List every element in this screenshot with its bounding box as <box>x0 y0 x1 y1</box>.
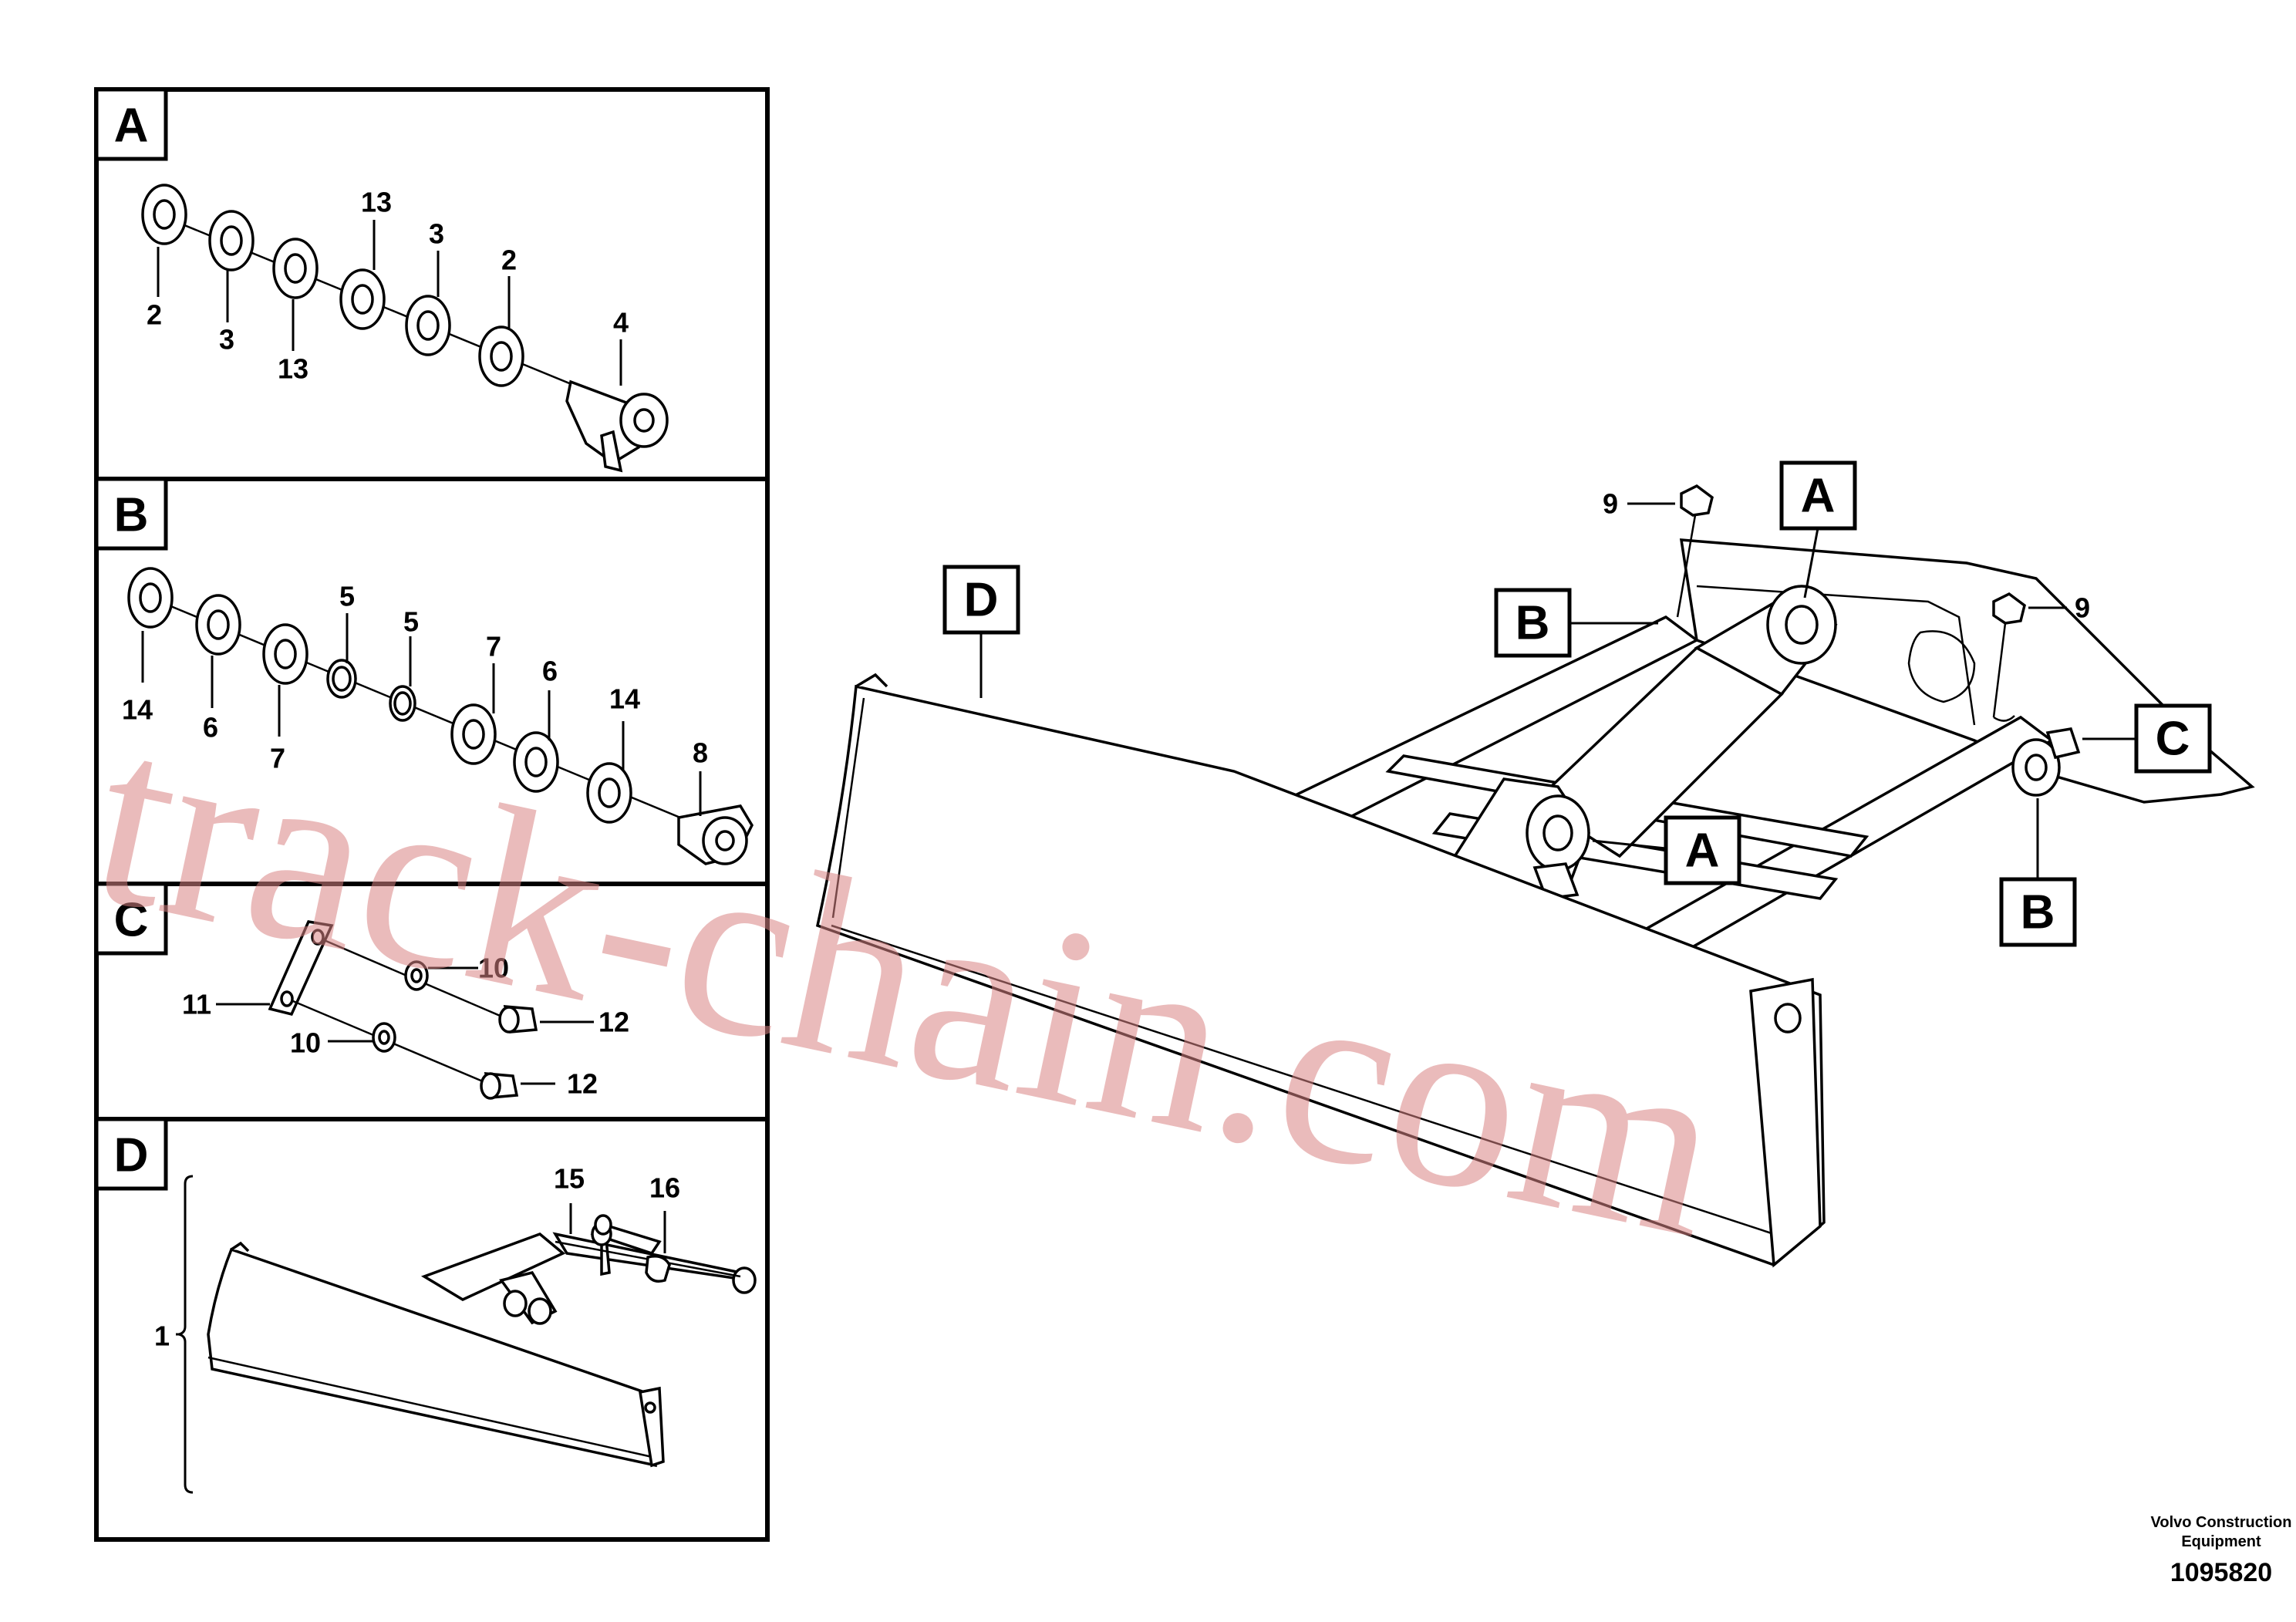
panel-c-frame <box>94 882 770 1121</box>
panel-c-bracket-part <box>268 920 334 1017</box>
callout-label: 14 <box>609 683 640 715</box>
svg-text:C: C <box>2156 713 2190 766</box>
callout-label: 6 <box>542 656 558 687</box>
panel-c-tag-box <box>94 882 168 956</box>
main-tag-b-upper: B <box>1494 588 1658 658</box>
callout-label: 6 <box>203 712 218 744</box>
svg-text:D: D <box>964 574 999 627</box>
main-tag-c: C <box>2082 703 2212 774</box>
panel-b-pin-part <box>677 804 754 865</box>
svg-text:A: A <box>1685 824 1720 878</box>
detail-panel-d: D 15 16 1 <box>94 1117 770 1542</box>
panel-a-tag-box <box>94 87 168 161</box>
callout-label: 5 <box>339 581 355 612</box>
main-tag-a-lower: A <box>1592 815 1741 885</box>
callout-label: 16 <box>649 1172 680 1204</box>
panel-a-washer-parts <box>141 184 524 387</box>
callout-label: 11 <box>182 989 211 1020</box>
callout-label: 13 <box>361 187 392 218</box>
panel-a-pin-part <box>565 379 669 473</box>
callout-label: 4 <box>613 307 629 339</box>
panel-b-frame <box>94 477 770 886</box>
callout-label: 5 <box>403 606 419 638</box>
svg-text:B: B <box>2021 886 2055 939</box>
svg-text:A: A <box>1801 470 1836 523</box>
detail-panel-c: C 10 11 12 10 12 <box>94 882 770 1121</box>
detail-panel-a: A 2 3 13 13 3 2 <box>94 87 770 481</box>
document-number: 1095820 <box>2170 1558 2272 1587</box>
callout-label: 1 <box>154 1320 170 1352</box>
main-assembly-drawing <box>815 484 2255 1268</box>
callout-label: 3 <box>429 218 444 250</box>
callout-label: 2 <box>501 244 517 276</box>
panel-d-tag-box <box>94 1117 168 1191</box>
callout-label: 8 <box>693 737 708 769</box>
panel-a-tag: A <box>114 99 149 153</box>
credit-line-2: Equipment <box>2181 1533 2261 1550</box>
panel-b-washer-parts <box>127 567 632 824</box>
callout-label: 3 <box>219 324 234 356</box>
svg-text:B: B <box>1515 597 1550 650</box>
callout-label: 12 <box>567 1068 598 1100</box>
callout-label: 14 <box>122 694 153 726</box>
detail-panel-b: B 14 6 7 5 5 7 6 14 <box>94 477 770 886</box>
panel-c-washer-bolt-parts <box>372 960 538 1100</box>
panel-c-tag: C <box>114 894 149 947</box>
panel-b-tag-box <box>94 477 168 551</box>
callout-label: 9 <box>2075 592 2090 624</box>
main-tag-d: D <box>942 565 1020 698</box>
callout-label: 9 <box>1603 488 1618 520</box>
callout-label: 7 <box>486 631 501 663</box>
callout-label: 7 <box>270 743 285 774</box>
panel-b-tag: B <box>114 489 149 542</box>
callout-label: 2 <box>147 299 162 331</box>
callout-label: 15 <box>554 1163 585 1195</box>
main-tag-a-upper: A <box>1779 460 1857 599</box>
callout-label: 13 <box>278 353 308 385</box>
main-tag-b-lower: B <box>1999 798 2077 947</box>
panel-d-tag: D <box>114 1129 149 1182</box>
callout-label: 12 <box>598 1007 629 1038</box>
callout-label: 10 <box>478 953 509 984</box>
panel-d-blade-assembly <box>207 1214 757 1468</box>
credit-line-1: Volvo Construction <box>2151 1514 2292 1531</box>
callout-label: 10 <box>290 1027 321 1059</box>
